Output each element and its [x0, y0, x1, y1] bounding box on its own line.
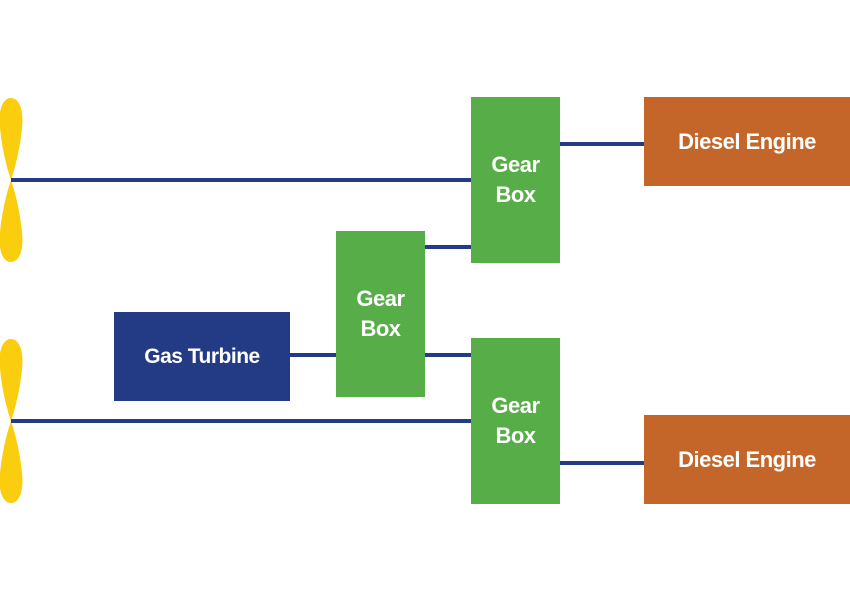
gearbox-middle: Gear Box: [336, 231, 425, 397]
gearbox-top: Gear Box: [471, 97, 560, 263]
propeller-top-icon: [0, 98, 23, 262]
diesel-engine-top-label: Diesel Engine: [678, 128, 816, 154]
diesel-engine-bottom: Diesel Engine: [644, 415, 850, 504]
diesel-engine-bottom-label: Diesel Engine: [678, 446, 816, 472]
diesel-engine-top: Diesel Engine: [644, 97, 850, 186]
gas-turbine-label: Gas Turbine: [144, 344, 260, 368]
propeller-bottom-icon: [0, 339, 23, 503]
gearbox-middle-label: Gear Box: [356, 286, 405, 341]
gearbox-bottom-label: Gear Box: [491, 393, 540, 448]
gearbox-top-label: Gear Box: [491, 152, 540, 207]
gas-turbine: Gas Turbine: [114, 312, 290, 401]
gearbox-bottom: Gear Box: [471, 338, 560, 504]
